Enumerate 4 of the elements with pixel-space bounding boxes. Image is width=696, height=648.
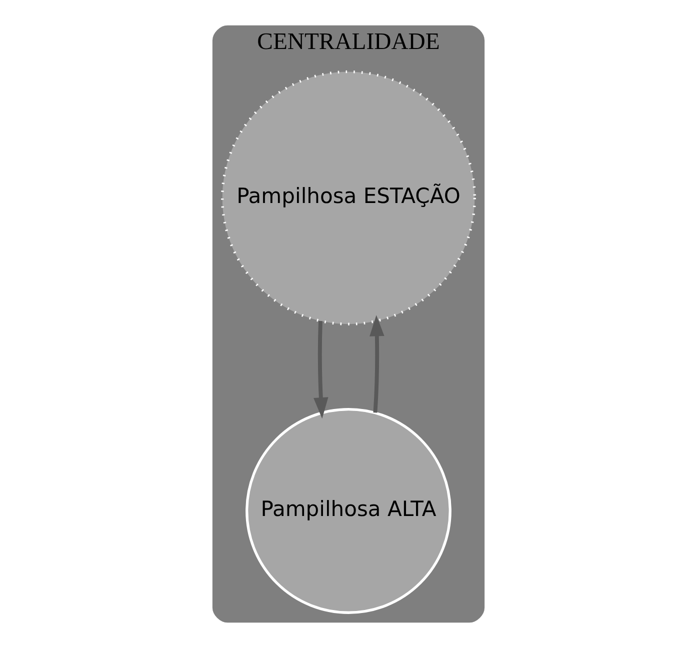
arrow <box>369 315 384 413</box>
node-circle: Pampilhosa ESTAÇÃO <box>220 70 476 326</box>
node-circle: Pampilhosa ALTA <box>245 408 451 614</box>
arrow <box>313 320 328 419</box>
